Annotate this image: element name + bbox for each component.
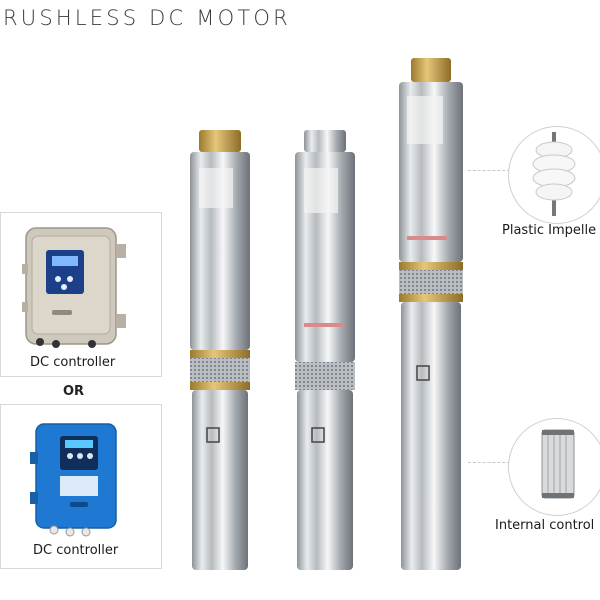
pump-3-image: [399, 58, 463, 570]
pump-2-image: [295, 130, 355, 570]
impeller-caption: Plastic Impelle: [502, 223, 597, 238]
filter-caption: Internal control: [495, 518, 595, 533]
blue-controller-image: [30, 423, 117, 537]
metal-controller-image: [22, 227, 126, 348]
pump-1-image: [190, 130, 250, 570]
page-title: RUSHLESS DC MOTOR: [3, 6, 291, 30]
connector-line-1: [468, 170, 510, 171]
controller-caption-2: DC controller: [33, 543, 119, 558]
impeller-icon: [532, 132, 576, 216]
connector-line-2: [468, 462, 510, 463]
or-separator: OR: [63, 384, 85, 399]
controller-caption-1: DC controller: [30, 355, 116, 370]
filter-icon: [541, 429, 575, 499]
